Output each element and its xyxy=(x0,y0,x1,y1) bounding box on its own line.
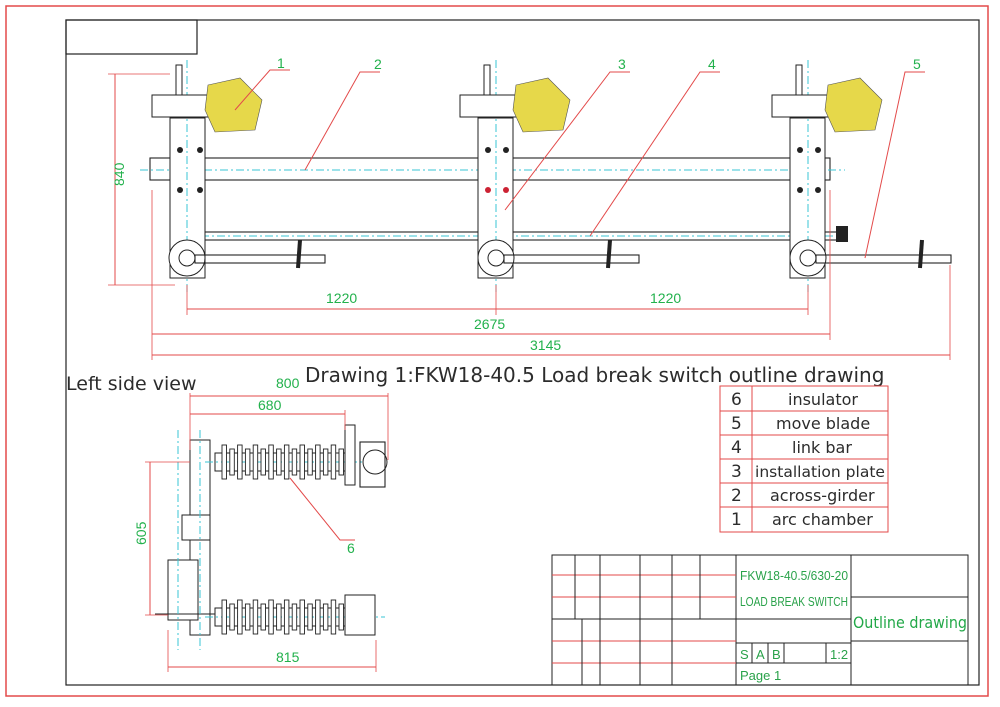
parts-row-no: 2 xyxy=(731,486,742,506)
arc-chamber-2 xyxy=(512,77,571,133)
insulator-shed xyxy=(244,603,251,631)
dim-3145: 3145 xyxy=(530,337,561,353)
parts-row-name: arc chamber xyxy=(772,510,873,529)
insulator-shed xyxy=(260,448,266,476)
insulator-shed xyxy=(221,444,227,480)
dim-840: 840 xyxy=(111,162,127,186)
dim-1220-right: 1220 xyxy=(650,290,681,306)
page-number: Page 1 xyxy=(740,668,781,683)
insulator-shed xyxy=(283,599,290,635)
parts-row-no: 5 xyxy=(731,414,742,434)
part-no-2: 2 xyxy=(374,56,382,72)
insulator-shed xyxy=(276,603,282,631)
insulator-shed xyxy=(276,448,282,476)
dim-815: 815 xyxy=(276,649,300,665)
insulator-shed xyxy=(229,603,235,631)
arc-chamber-3 xyxy=(824,77,883,133)
parts-row-name: across-girder xyxy=(770,486,875,505)
product-name: LOAD BREAK SWITCH xyxy=(740,594,848,609)
parts-row-name: installation plate xyxy=(755,463,885,481)
part-no-5: 5 xyxy=(913,56,921,72)
insulator-shed xyxy=(299,444,305,480)
insulator-shed xyxy=(315,599,321,635)
insulator-shed xyxy=(330,444,337,480)
drawing-type: Outline drawing xyxy=(853,613,967,632)
insulator-shed xyxy=(237,444,243,480)
pole-2 xyxy=(459,60,640,295)
insulator-shed xyxy=(291,448,298,476)
side-view-label: Left side view xyxy=(66,373,197,395)
insulator-shed xyxy=(244,448,251,476)
insulator-shed xyxy=(229,448,235,476)
insulator-shed xyxy=(252,599,259,635)
scale: 1:2 xyxy=(830,647,848,662)
insulator-shed xyxy=(237,599,243,635)
part-no-3: 3 xyxy=(618,56,626,72)
drawing-title: Drawing 1:FKW18-40.5 Load break switch o… xyxy=(305,363,884,387)
insulator-shed xyxy=(252,444,259,480)
stage-b: B xyxy=(772,647,781,662)
insulator-shed xyxy=(291,603,298,631)
part-no-4: 4 xyxy=(708,56,716,72)
parts-row-name: move blade xyxy=(776,414,870,433)
side-view: 6 800 680 605 815 xyxy=(133,375,389,672)
part-no-1: 1 xyxy=(277,55,285,71)
dim-680: 680 xyxy=(258,397,282,413)
parts-row-name: link bar xyxy=(792,438,852,457)
pole-3 xyxy=(771,60,952,295)
insulator-shed xyxy=(268,444,274,480)
insulator-shed xyxy=(283,444,290,480)
insulator-shed xyxy=(338,603,344,631)
arc-chamber-1 xyxy=(204,77,263,133)
insulator-shed xyxy=(322,603,329,631)
stage-s: S xyxy=(740,647,749,662)
insulator-shed xyxy=(268,599,274,635)
insulator-top xyxy=(205,444,385,480)
parts-row-no: 6 xyxy=(731,390,742,410)
parts-row-no: 1 xyxy=(731,510,742,530)
insulator-shed xyxy=(260,603,266,631)
outer-frame xyxy=(5,5,989,697)
title-block: FKW18-40.5/630-20 LOAD BREAK SWITCH Outl… xyxy=(551,554,969,686)
dim-1220-left: 1220 xyxy=(326,290,357,306)
dim-800: 800 xyxy=(276,375,300,391)
stage-a: A xyxy=(756,647,765,662)
model-number: FKW18-40.5/630-20 xyxy=(740,568,848,583)
parts-row-name: insulator xyxy=(788,390,858,409)
insulator-shed xyxy=(330,599,337,635)
insulator-shed xyxy=(221,599,227,635)
inner-frame xyxy=(65,19,980,686)
parts-table: 6 insulator 5 move blade 4 link bar 3 in… xyxy=(719,385,889,533)
pole-1 xyxy=(151,60,326,295)
insulator-shed xyxy=(338,448,344,476)
part-no-6: 6 xyxy=(347,540,355,556)
insulator-shed xyxy=(299,599,305,635)
parts-row-no: 3 xyxy=(731,462,742,482)
parts-row-no: 4 xyxy=(731,438,742,458)
insulator-shed xyxy=(307,448,313,476)
corner-box xyxy=(65,19,198,55)
dim-605: 605 xyxy=(133,521,149,545)
insulator-shed xyxy=(322,448,329,476)
insulator-shed xyxy=(315,444,321,480)
top-view: 840 1220 1220 2675 3145 1 2 3 4 5 xyxy=(108,55,952,360)
insulator-shed xyxy=(307,603,313,631)
dim-2675: 2675 xyxy=(474,316,505,332)
